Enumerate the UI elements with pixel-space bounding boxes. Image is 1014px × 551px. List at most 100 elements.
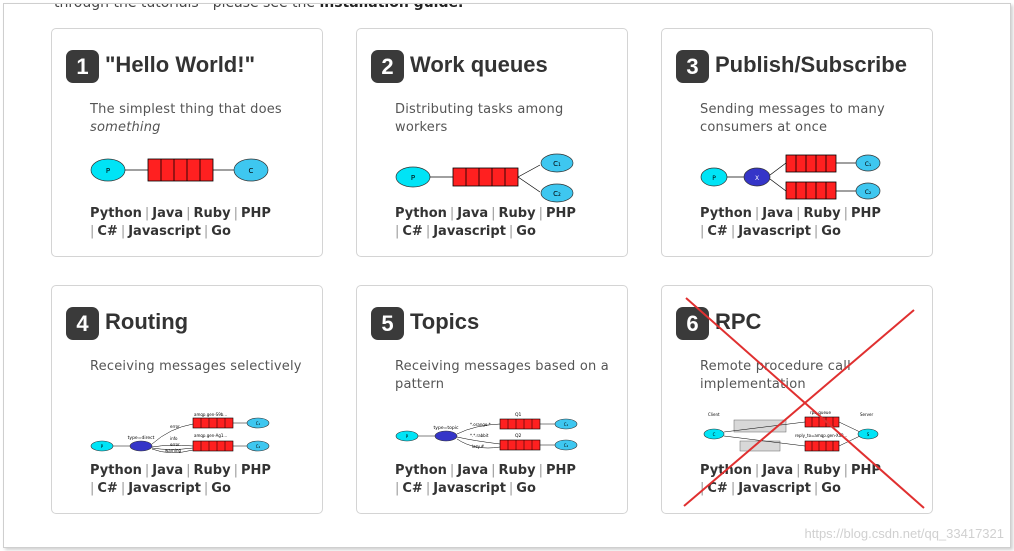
installation-guide-link[interactable]: installation guide. [319,3,464,11]
language-links: Python|Java|Ruby|PHP|C#|Javascript|Go [395,206,576,239]
routing-diagram: P type=direct error info error warning a… [90,412,270,453]
svg-text:X: X [755,175,759,182]
svg-text:C₂: C₂ [256,444,261,449]
lang-go[interactable]: Go [516,481,536,496]
lang-ruby[interactable]: Ruby [498,206,536,221]
lang-python[interactable]: Python [700,206,752,221]
card-title[interactable]: Publish/Subscribe [715,52,907,77]
exchange-label: type=topic [434,425,459,431]
lang-ruby[interactable]: Ruby [193,463,231,478]
lang-go[interactable]: Go [821,224,841,239]
lang-go[interactable]: Go [211,224,231,239]
svg-text:S: S [867,432,870,437]
rpc-queue-label: rpc_queue [810,410,831,415]
lang-ruby[interactable]: Ruby [498,463,536,478]
svg-text:P: P [101,444,104,449]
lang-java[interactable]: Java [457,463,489,478]
lang-python[interactable]: Python [395,463,447,478]
lang-javascript[interactable]: Javascript [433,481,506,496]
lang-javascript[interactable]: Javascript [128,224,201,239]
binding-key-3: lazy.# [472,444,485,449]
binding-key-4: warning [165,448,181,453]
lang-javascript[interactable]: Javascript [128,481,201,496]
lang-csharp[interactable]: C# [707,481,728,496]
language-links: Python|Java|Ruby|PHP|C#|Javascript|Go [700,463,881,496]
desc-text: The simplest thing that does [90,102,282,117]
svg-text:C₂: C₂ [553,190,561,198]
tutorial-frame: through the tutorials—please see the ins… [3,3,1011,548]
lang-python[interactable]: Python [700,463,752,478]
lang-java[interactable]: Java [152,463,184,478]
publish-subscribe-diagram: P X C₁ C₂ [700,154,881,200]
tutorial-card-4: 4 Routing Receiving messages selectively… [51,285,323,514]
svg-text:C₂: C₂ [564,443,569,448]
card-title[interactable]: Work queues [410,52,548,77]
lang-javascript[interactable]: Javascript [738,481,811,496]
rpc-diagram: Client C rpc_queue reply_to=amqp.gen-Xa2… [703,410,879,452]
lang-csharp[interactable]: C# [707,224,728,239]
queue-1-label: amqp.gen-S9b... [194,412,227,417]
lang-python[interactable]: Python [90,463,142,478]
desc-emphasis: something [90,120,161,135]
lang-csharp[interactable]: C# [97,481,118,496]
tutorial-card-5: 5 Topics Receiving messages based on a p… [356,285,628,514]
watermark: https://blog.csdn.net/qq_33417321 [804,526,1005,541]
intro-prefix: through the tutorials—please see the [54,3,320,11]
card-number: 1 [66,50,99,83]
lang-java[interactable]: Java [457,206,489,221]
card-title[interactable]: Topics [410,309,480,334]
svg-text:C₁: C₁ [865,161,872,168]
lang-javascript[interactable]: Javascript [738,224,811,239]
lang-php[interactable]: PHP [545,206,576,221]
server-label: Server [860,412,873,417]
binding-key-1: error [170,424,180,429]
card-description: Receiving messages selectively [90,359,302,374]
lang-php[interactable]: PHP [850,463,881,478]
binding-key-3: error [170,442,180,447]
svg-text:P: P [406,434,409,439]
svg-text:C₁: C₁ [256,421,261,426]
lang-go[interactable]: Go [516,224,536,239]
card-description: Receiving messages based on a pattern [395,359,609,392]
lang-csharp[interactable]: C# [97,224,118,239]
lang-php[interactable]: PHP [240,206,271,221]
lang-python[interactable]: Python [395,206,447,221]
queue-2-label: amqp.gen-Ag1... [194,433,227,438]
lang-csharp[interactable]: C# [402,481,423,496]
tutorial-card-1: 1 "Hello World!" The simplest thing that… [51,28,323,257]
reply-queue-label: reply_to=amqp.gen-Xa2... [795,433,847,438]
svg-text:C: C [249,167,254,175]
lang-ruby[interactable]: Ruby [193,206,231,221]
language-links: Python|Java|Ruby|PHP|C#|Javascript|Go [90,463,271,496]
client-label: Client [708,412,720,417]
lang-java[interactable]: Java [152,206,184,221]
card-title[interactable]: "Hello World!" [105,52,256,77]
svg-text:C₂: C₂ [865,189,872,196]
svg-text:C₁: C₁ [564,422,569,427]
binding-key-2: info [170,436,178,441]
hello-world-diagram: P C [90,158,269,182]
intro-text: through the tutorials—please see the ins… [54,3,464,11]
svg-text:C: C [713,432,716,437]
card-title[interactable]: Routing [105,309,189,334]
card-description: Remote procedure call implementation [700,359,851,392]
card-title[interactable]: RPC [715,309,762,334]
card-number: 5 [371,307,404,340]
lang-javascript[interactable]: Javascript [433,224,506,239]
topics-diagram: P type=topic *.orange.* *.*.rabbit lazy.… [395,412,578,451]
tutorial-card-2: 2 Work queues Distributing tasks among w… [356,28,628,257]
lang-php[interactable]: PHP [850,206,881,221]
language-links: Python|Java|Ruby|PHP|C#|Javascript|Go [700,206,881,239]
lang-go[interactable]: Go [211,481,231,496]
lang-python[interactable]: Python [90,206,142,221]
lang-go[interactable]: Go [821,481,841,496]
lang-ruby[interactable]: Ruby [803,463,841,478]
lang-csharp[interactable]: C# [402,224,423,239]
lang-java[interactable]: Java [762,463,794,478]
lang-php[interactable]: PHP [545,463,576,478]
tutorial-card-3: 3 Publish/Subscribe Sending messages to … [661,28,933,257]
lang-ruby[interactable]: Ruby [803,206,841,221]
lang-php[interactable]: PHP [240,463,271,478]
svg-text:P: P [712,175,716,182]
lang-java[interactable]: Java [762,206,794,221]
